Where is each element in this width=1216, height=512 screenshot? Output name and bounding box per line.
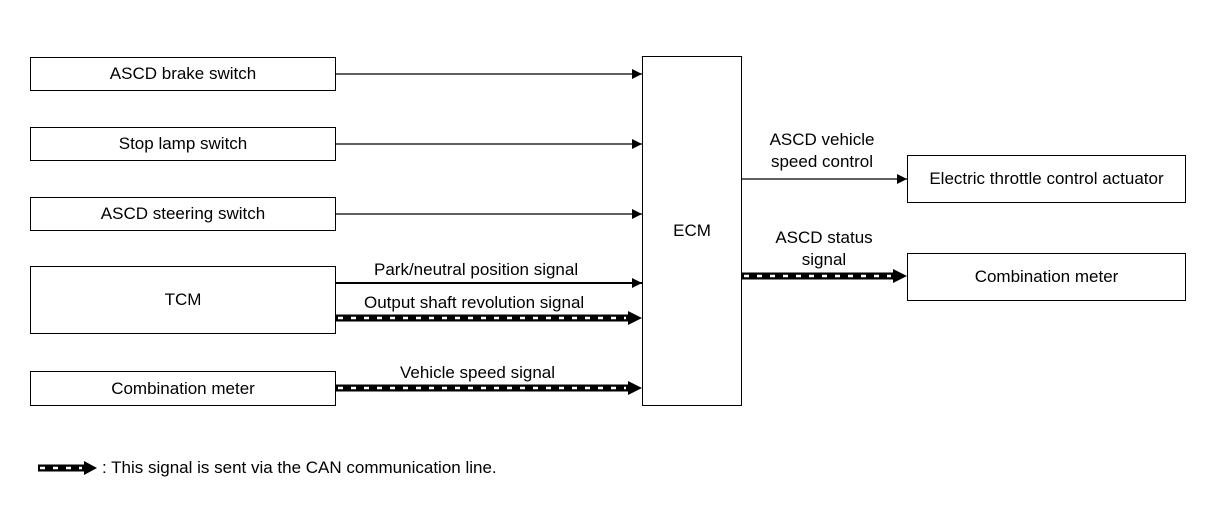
ascd-vehicle-speed-control-line1: ASCD vehicle — [769, 130, 875, 149]
ecm-label: ECM — [673, 221, 711, 240]
legend-can-arrow — [38, 461, 97, 475]
ascd-vehicle-speed-control-line2: speed control — [770, 152, 874, 171]
electric-throttle-label: Electric throttle control actuator — [929, 169, 1164, 188]
stop-lamp-switch-box: Stop lamp switch — [30, 127, 336, 161]
ascd-steering-switch-label: ASCD steering switch — [100, 204, 266, 223]
ecm-box: ECM — [642, 56, 742, 406]
tcm-label: TCM — [164, 290, 202, 309]
output-shaft-signal-label: Output shaft revolution signal — [364, 293, 585, 312]
ascd-status-signal-line1: ASCD status — [775, 228, 873, 247]
combination-meter-input-label: Combination meter — [111, 378, 255, 398]
can-line-ascd-status — [742, 269, 907, 283]
tcm-box: TCM — [30, 266, 336, 334]
vehicle-speed-signal-label: Vehicle speed signal — [400, 363, 556, 382]
combination-meter-output-box: Combination meter — [907, 253, 1186, 301]
can-line-vehicle-speed — [336, 381, 642, 395]
ascd-vehicle-speed-control-label: ASCD vehicle speed control — [752, 129, 892, 173]
park-neutral-signal-label: Park/neutral position signal — [374, 260, 579, 279]
ascd-brake-switch-label: ASCD brake switch — [109, 64, 257, 83]
legend-text: : This signal is sent via the CAN commun… — [102, 458, 497, 477]
can-line-output-shaft — [336, 311, 642, 325]
ascd-status-signal-label: ASCD status signal — [754, 227, 894, 271]
ascd-steering-switch-box: ASCD steering switch — [30, 197, 336, 231]
combination-meter-input-box: Combination meter — [30, 371, 336, 406]
ascd-status-signal-line2: signal — [801, 250, 847, 269]
electric-throttle-box: Electric throttle control actuator — [907, 155, 1186, 203]
stop-lamp-switch-label: Stop lamp switch — [118, 134, 248, 153]
combination-meter-output-label: Combination meter — [974, 267, 1119, 286]
ascd-brake-switch-box: ASCD brake switch — [30, 57, 336, 91]
